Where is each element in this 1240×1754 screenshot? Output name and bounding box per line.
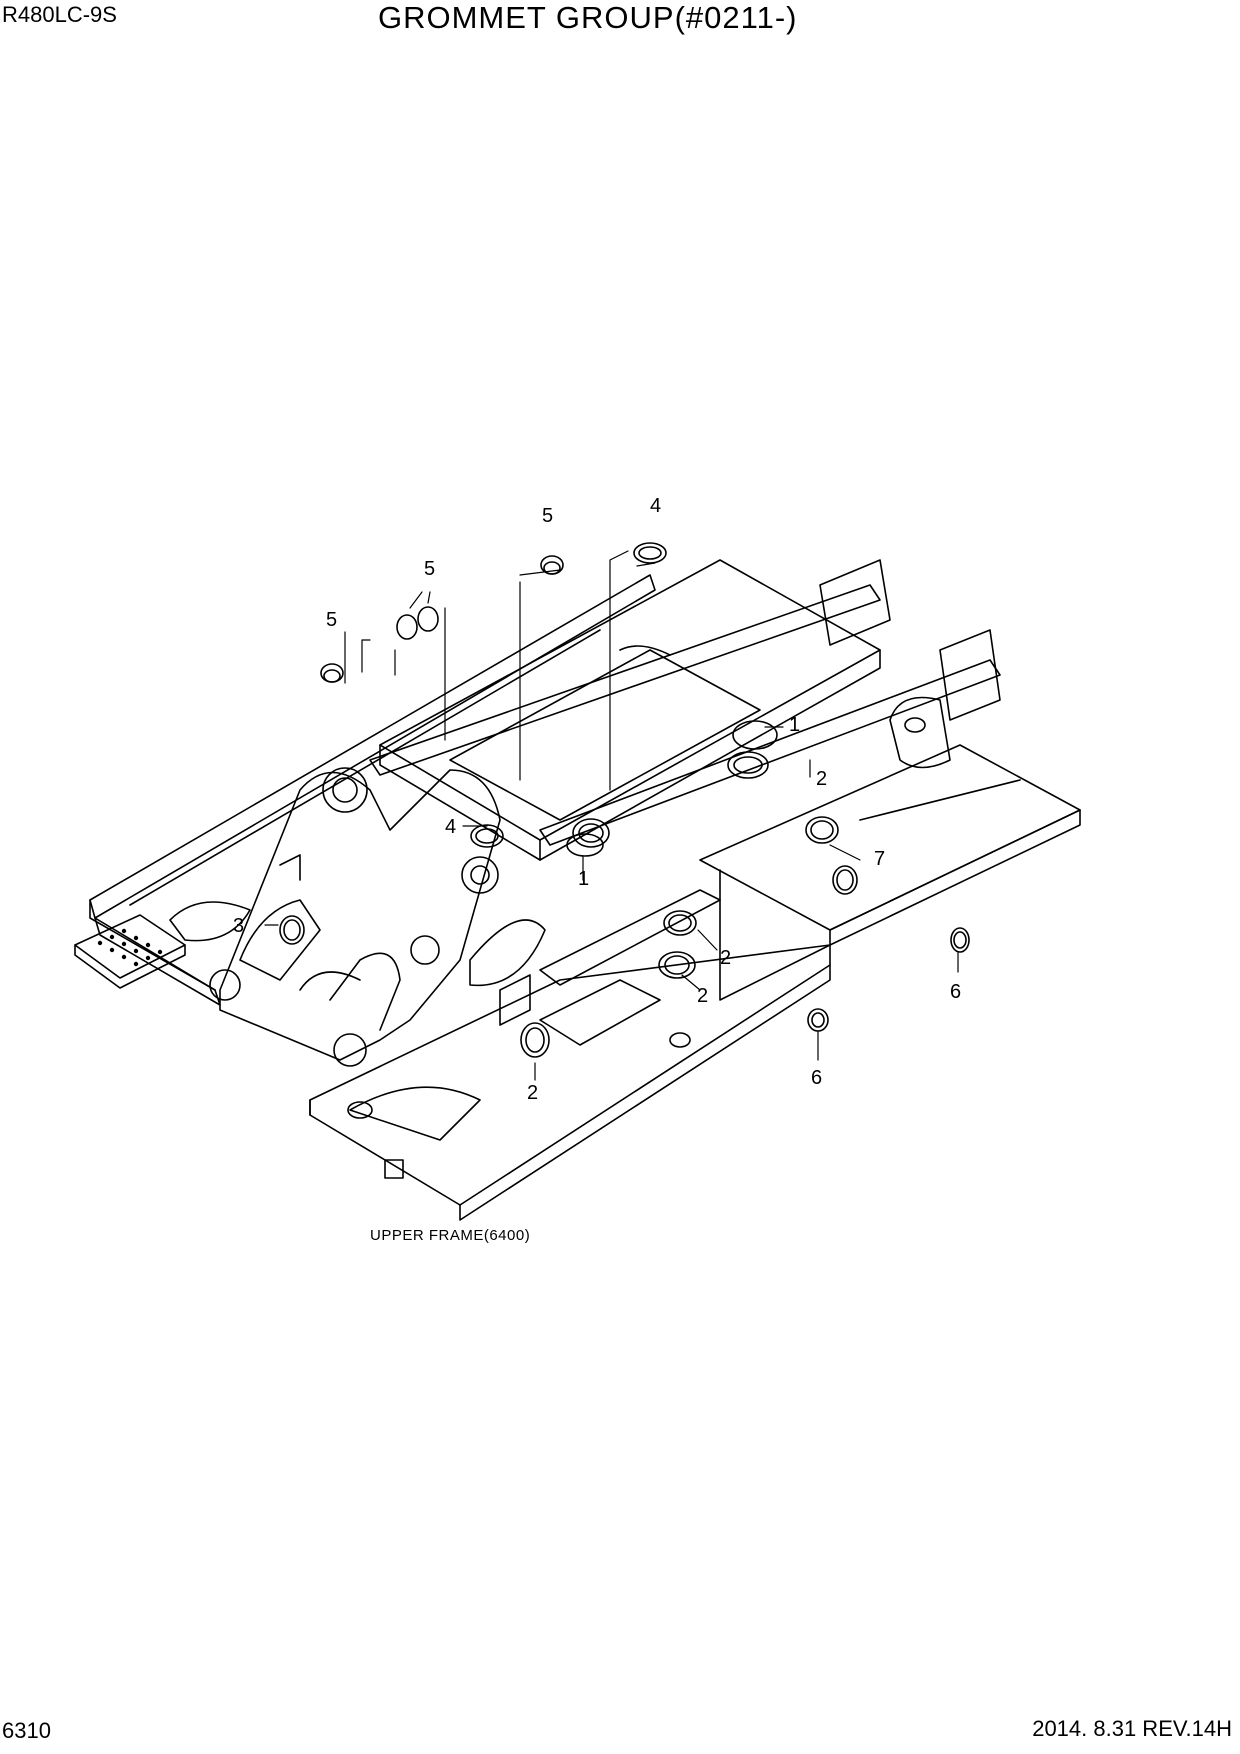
callout-label: 5 [424, 558, 435, 580]
lower-deck [309, 889, 831, 1221]
callout-label: 2 [697, 985, 708, 1007]
callout-label: 5 [326, 609, 337, 631]
callout-label: 6 [950, 981, 961, 1003]
callout-label: 2 [527, 1082, 538, 1104]
callout-label: 2 [816, 768, 827, 790]
callout-label: 1 [578, 868, 589, 890]
grommet-parts [279, 542, 970, 1058]
leader-lines [264, 550, 959, 1081]
callout-label: 7 [874, 848, 885, 870]
revision-date: 2014. 8.31 REV.14H [1032, 1716, 1232, 1741]
right-deck [699, 744, 1081, 1001]
model-number: R480LC-9S [2, 2, 117, 27]
callout-label: 4 [445, 816, 456, 838]
step-plate [74, 914, 186, 989]
page-title: GROMMET GROUP(#0211-) [378, 0, 798, 35]
callout-labels: 5 5 5 4 1 2 4 1 7 3 2 2 6 2 6 [233, 495, 961, 1104]
boom-bracket [209, 767, 546, 1067]
callout-label: 6 [811, 1067, 822, 1089]
callout-label: 4 [650, 495, 661, 517]
callout-label: 3 [233, 915, 244, 937]
page-number: 6310 [2, 1718, 51, 1743]
diagram-caption: UPPER FRAME(6400) [370, 1227, 530, 1244]
callout-label: 2 [720, 947, 731, 969]
main-frame [379, 559, 881, 861]
callout-label: 5 [542, 505, 553, 527]
left-deck [89, 574, 656, 1006]
callout-label: 1 [789, 714, 800, 736]
upper-rails [369, 559, 1001, 846]
